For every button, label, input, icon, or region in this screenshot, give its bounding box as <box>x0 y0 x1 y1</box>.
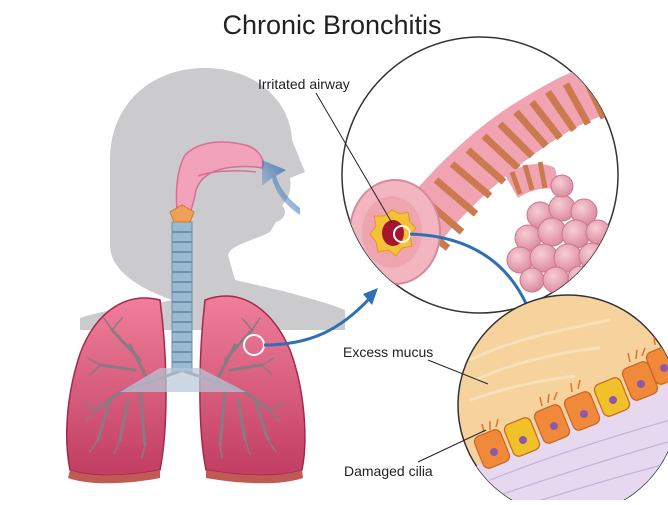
page-title: Chronic Bronchitis <box>222 10 441 40</box>
head-silhouette <box>80 68 345 330</box>
label-damaged-cilia: Damaged cilia <box>344 463 433 479</box>
cell-zoom-circle <box>458 295 668 500</box>
label-excess-mucus: Excess mucus <box>343 344 433 360</box>
label-irritated-airway: Irritated airway <box>258 76 350 92</box>
trachea <box>170 205 194 372</box>
airway-zoom-circle <box>342 37 620 313</box>
